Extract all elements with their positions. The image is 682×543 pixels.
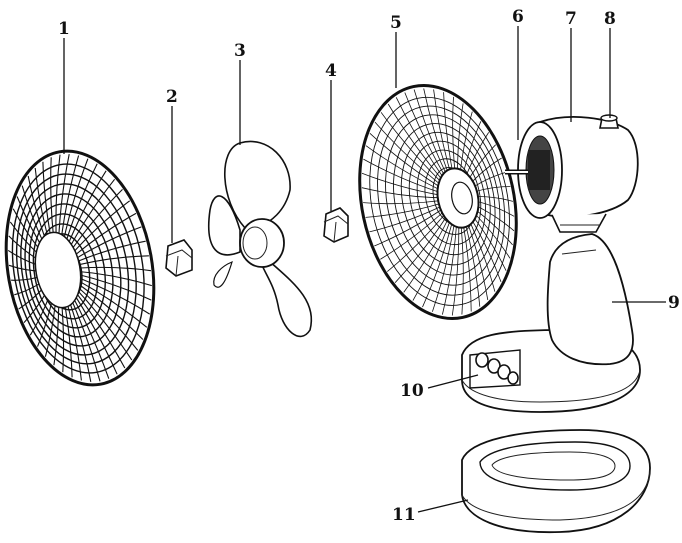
front-grille <box>4 149 156 387</box>
blade-nut <box>323 207 349 243</box>
part-label-6: 6 <box>512 7 524 27</box>
part-label-9: 9 <box>668 293 680 313</box>
part-label-11: 11 <box>392 505 416 525</box>
speed-buttons <box>469 349 521 389</box>
part-label-4: 4 <box>325 61 337 81</box>
motor-housing <box>505 116 639 233</box>
part-label-3: 3 <box>234 41 246 61</box>
part-label-7: 7 <box>565 9 577 29</box>
part-label-1: 1 <box>58 19 70 39</box>
part-label-8: 8 <box>604 9 616 29</box>
part-label-5: 5 <box>390 13 402 33</box>
base-ring <box>461 429 651 534</box>
stand-neck <box>546 233 634 366</box>
fan-blade <box>208 140 313 337</box>
part-labels: 1 2 3 4 5 6 7 8 9 10 11 <box>58 7 680 525</box>
part-label-10: 10 <box>400 381 424 401</box>
rear-grille <box>358 84 518 320</box>
part-label-2: 2 <box>166 87 178 107</box>
leader-lines <box>63 26 666 513</box>
oscillation-knob <box>599 114 619 129</box>
spinner-cap <box>165 239 193 277</box>
